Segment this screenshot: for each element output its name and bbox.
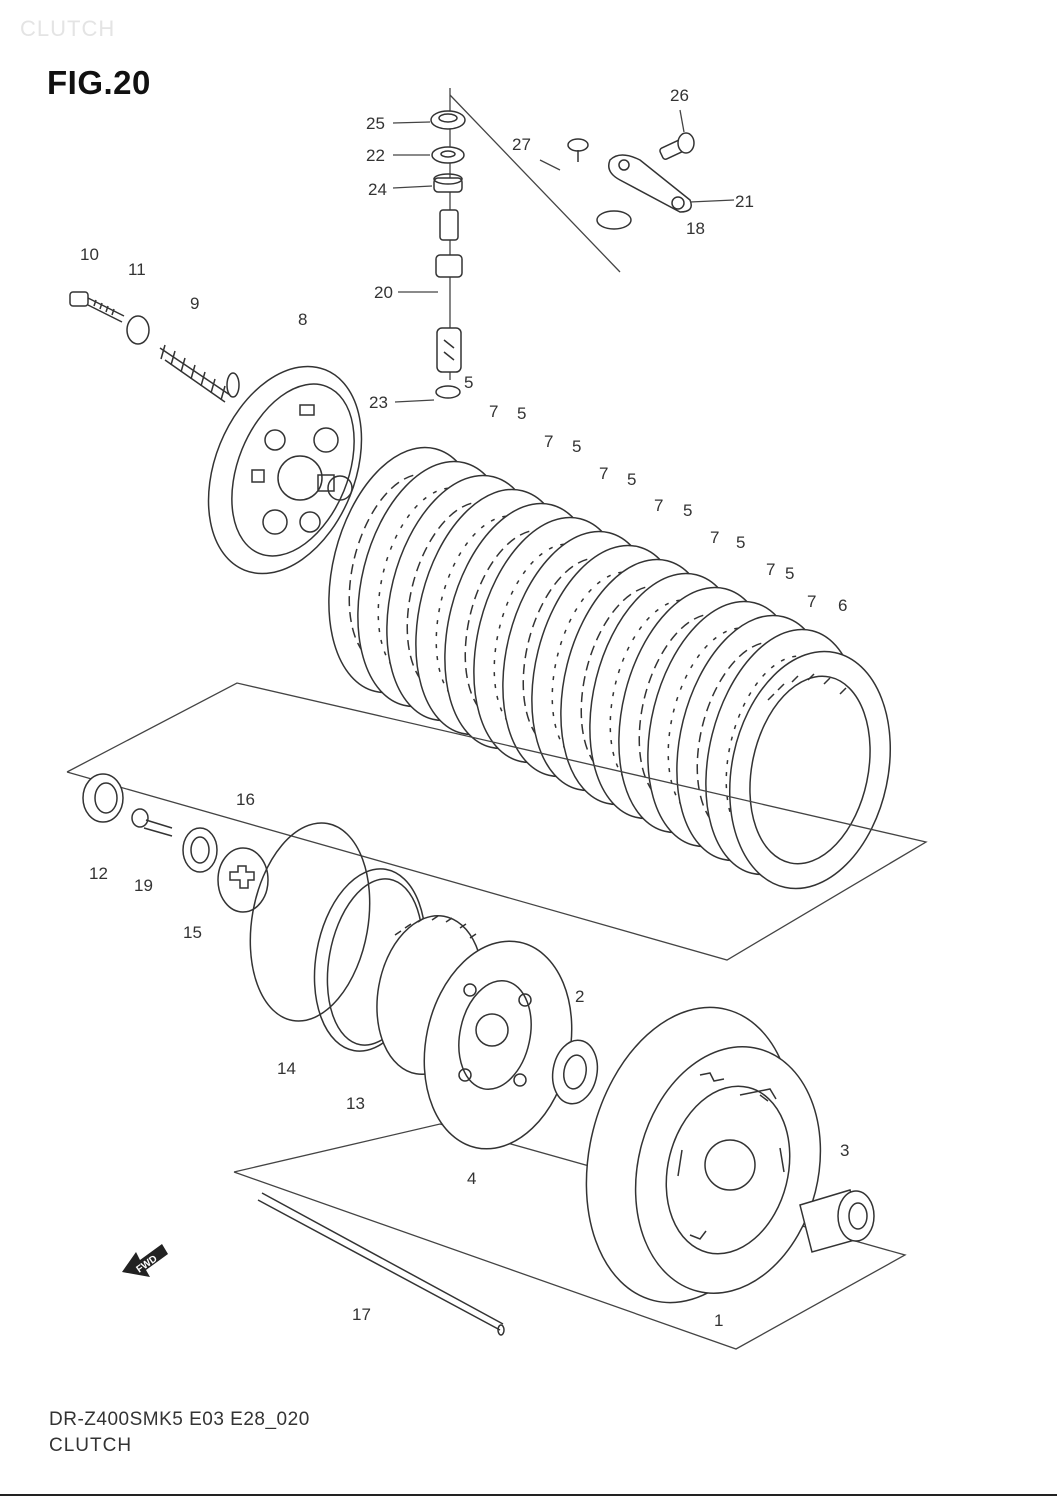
callout-12: 12 bbox=[89, 864, 108, 883]
spring-ring-14 bbox=[249, 822, 371, 1022]
assembly-frame-upper bbox=[66, 682, 928, 961]
release-mechanism bbox=[430, 88, 695, 399]
callout-14: 14 bbox=[277, 1059, 296, 1078]
callout-25: 25 bbox=[366, 114, 385, 133]
oil-seal-25 bbox=[430, 110, 466, 130]
callout-5: 5 bbox=[627, 470, 636, 489]
primary-driven-gear-1 bbox=[585, 1006, 822, 1304]
callout-10: 10 bbox=[80, 245, 99, 264]
washer-21 bbox=[596, 210, 632, 230]
callout-20: 20 bbox=[374, 283, 393, 302]
callout-22: 22 bbox=[366, 146, 385, 165]
washer-15 bbox=[182, 827, 218, 873]
washer-11 bbox=[126, 315, 150, 345]
plate-6 bbox=[728, 650, 892, 890]
screw-27 bbox=[567, 138, 589, 162]
leader-lines bbox=[392, 109, 735, 403]
callout-1: 1 bbox=[714, 1311, 723, 1330]
clutch-sleeve-hub-2 bbox=[376, 914, 573, 1150]
callout-9: 9 bbox=[190, 294, 199, 313]
callout-2: 2 bbox=[575, 987, 584, 1006]
forward-direction-arrow: FWD bbox=[122, 1244, 168, 1277]
bolt-19 bbox=[131, 808, 173, 837]
callout-8: 8 bbox=[298, 310, 307, 329]
callout-23: 23 bbox=[369, 393, 388, 412]
callout-13: 13 bbox=[346, 1094, 365, 1113]
callout-17: 17 bbox=[352, 1305, 371, 1324]
bolt-26 bbox=[659, 132, 695, 160]
callout-5: 5 bbox=[572, 437, 581, 456]
callout-7: 7 bbox=[544, 432, 553, 451]
bottom-rule bbox=[0, 1494, 1057, 1496]
callout-5: 5 bbox=[736, 533, 745, 552]
assembly-frame-lower bbox=[233, 1123, 907, 1350]
pressure-plate-group bbox=[69, 291, 363, 575]
lower-left-parts bbox=[82, 773, 269, 913]
callout-7: 7 bbox=[710, 528, 719, 547]
callout-7: 7 bbox=[766, 560, 775, 579]
thrust-washer bbox=[551, 1039, 599, 1105]
callout-5: 5 bbox=[464, 373, 473, 392]
callout-15: 15 bbox=[183, 923, 202, 942]
release-arm-18 bbox=[608, 154, 692, 213]
bolt-10 bbox=[69, 291, 125, 323]
spring-9 bbox=[159, 344, 240, 403]
figure-title: FIG.20 bbox=[47, 64, 151, 101]
callout-4: 4 bbox=[467, 1169, 476, 1188]
callout-5: 5 bbox=[785, 564, 794, 583]
callout-5: 5 bbox=[517, 404, 526, 423]
callout-19: 19 bbox=[134, 876, 153, 895]
o-ring-23 bbox=[435, 385, 461, 399]
diagram-code: DR-Z400SMK5 E03 E28_020 bbox=[49, 1409, 310, 1430]
callout-11: 11 bbox=[128, 260, 146, 279]
spacer-3 bbox=[799, 1189, 875, 1253]
callout-7: 7 bbox=[489, 402, 498, 421]
callout-6: 6 bbox=[838, 596, 847, 615]
callout-7: 7 bbox=[807, 592, 816, 611]
bearing-24 bbox=[433, 177, 463, 193]
callout-21: 21 bbox=[735, 192, 754, 211]
pressure-plate-8 bbox=[207, 365, 363, 575]
callout-26: 26 bbox=[670, 86, 689, 105]
callout-24: 24 bbox=[368, 180, 387, 199]
callout-3: 3 bbox=[840, 1141, 849, 1160]
header-ghost-title: CLUTCH bbox=[20, 16, 116, 41]
washer-16 bbox=[217, 847, 269, 913]
callout-16: 16 bbox=[236, 790, 255, 809]
callout-5: 5 bbox=[683, 501, 692, 520]
washer-22 bbox=[431, 146, 465, 164]
callout-7: 7 bbox=[654, 496, 663, 515]
assembly-guide-line bbox=[449, 94, 621, 273]
release-camshaft-20 bbox=[439, 209, 459, 241]
diagram-name: CLUTCH bbox=[49, 1435, 133, 1456]
callout-27: 27 bbox=[512, 135, 531, 154]
callout-7: 7 bbox=[599, 464, 608, 483]
callout-18: 18 bbox=[686, 219, 705, 238]
clutch-plate-stack bbox=[328, 446, 892, 890]
push-rod-17 bbox=[257, 1192, 505, 1336]
